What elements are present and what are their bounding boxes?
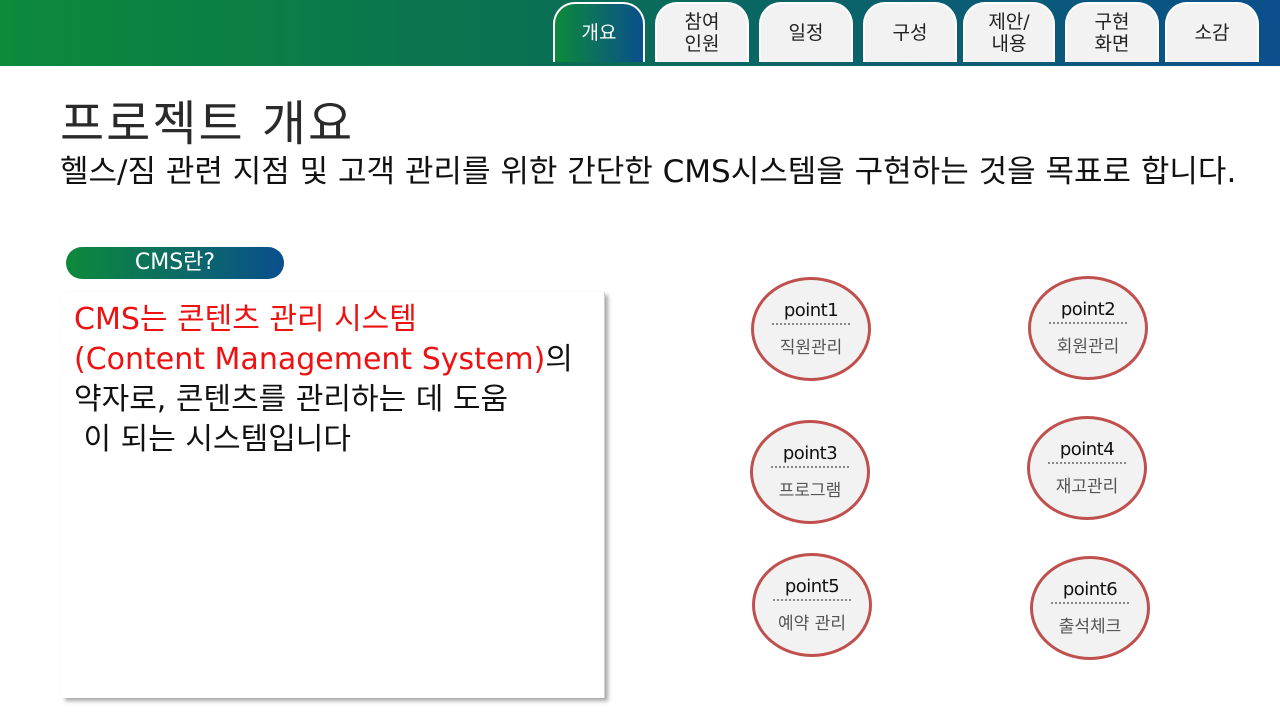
point-1-name: point1	[771, 300, 851, 325]
tab-overview[interactable]: 개요	[553, 2, 645, 62]
tab-implementation[interactable]: 구현 화면	[1065, 2, 1159, 62]
cms-line-4: 이 되는 시스템입니다	[74, 422, 352, 457]
point-4-circle: point4 재고관리	[1027, 416, 1147, 520]
point-4-desc: 재고관리	[1055, 477, 1119, 497]
cms-line-2-suffix: 의	[545, 342, 573, 377]
tab-review[interactable]: 소감	[1165, 2, 1259, 62]
tab-members[interactable]: 참여 인원	[655, 2, 749, 62]
point-3-name: point3	[770, 443, 850, 468]
cms-line-2-red: (Content Management System)	[74, 342, 546, 377]
point-4-name: point4	[1047, 439, 1127, 464]
point-5-circle: point5 예약 관리	[752, 553, 872, 657]
point-2-name: point2	[1048, 299, 1128, 324]
page-title: 프로젝트 개요	[60, 96, 355, 152]
point-2-desc: 회원관리	[1056, 337, 1120, 357]
page-subtitle: 헬스/짐 관련 지점 및 고객 관리를 위한 간단한 CMS시스템을 구현하는 …	[60, 154, 1237, 190]
cms-pill-label: CMS란?	[66, 247, 284, 279]
point-6-circle: point6 출석체크	[1030, 556, 1150, 660]
tab-composition[interactable]: 구성	[863, 2, 957, 62]
point-6-name: point6	[1050, 579, 1130, 604]
point-5-desc: 예약 관리	[778, 614, 846, 634]
point-2-circle: point2 회원관리	[1028, 276, 1148, 380]
point-1-desc: 직원관리	[779, 338, 843, 358]
point-3-circle: point3 프로그램	[750, 420, 870, 524]
tab-schedule[interactable]: 일정	[759, 2, 853, 62]
cms-line-2: (Content Management System)의	[74, 340, 594, 380]
point-3-desc: 프로그램	[778, 481, 842, 501]
cms-description-card: CMS는 콘텐츠 관리 시스템 (Content Management Syst…	[62, 292, 605, 698]
tab-proposal[interactable]: 제안/ 내용	[963, 2, 1055, 62]
point-6-desc: 출석체크	[1058, 617, 1122, 637]
cms-line-1: CMS는 콘텐츠 관리 시스템	[74, 302, 417, 337]
point-1-circle: point1 직원관리	[751, 277, 871, 381]
cms-line-3: 약자로, 콘텐츠를 관리하는 데 도움	[74, 382, 509, 417]
cms-description: CMS는 콘텐츠 관리 시스템 (Content Management Syst…	[74, 300, 594, 460]
point-5-name: point5	[772, 576, 852, 601]
